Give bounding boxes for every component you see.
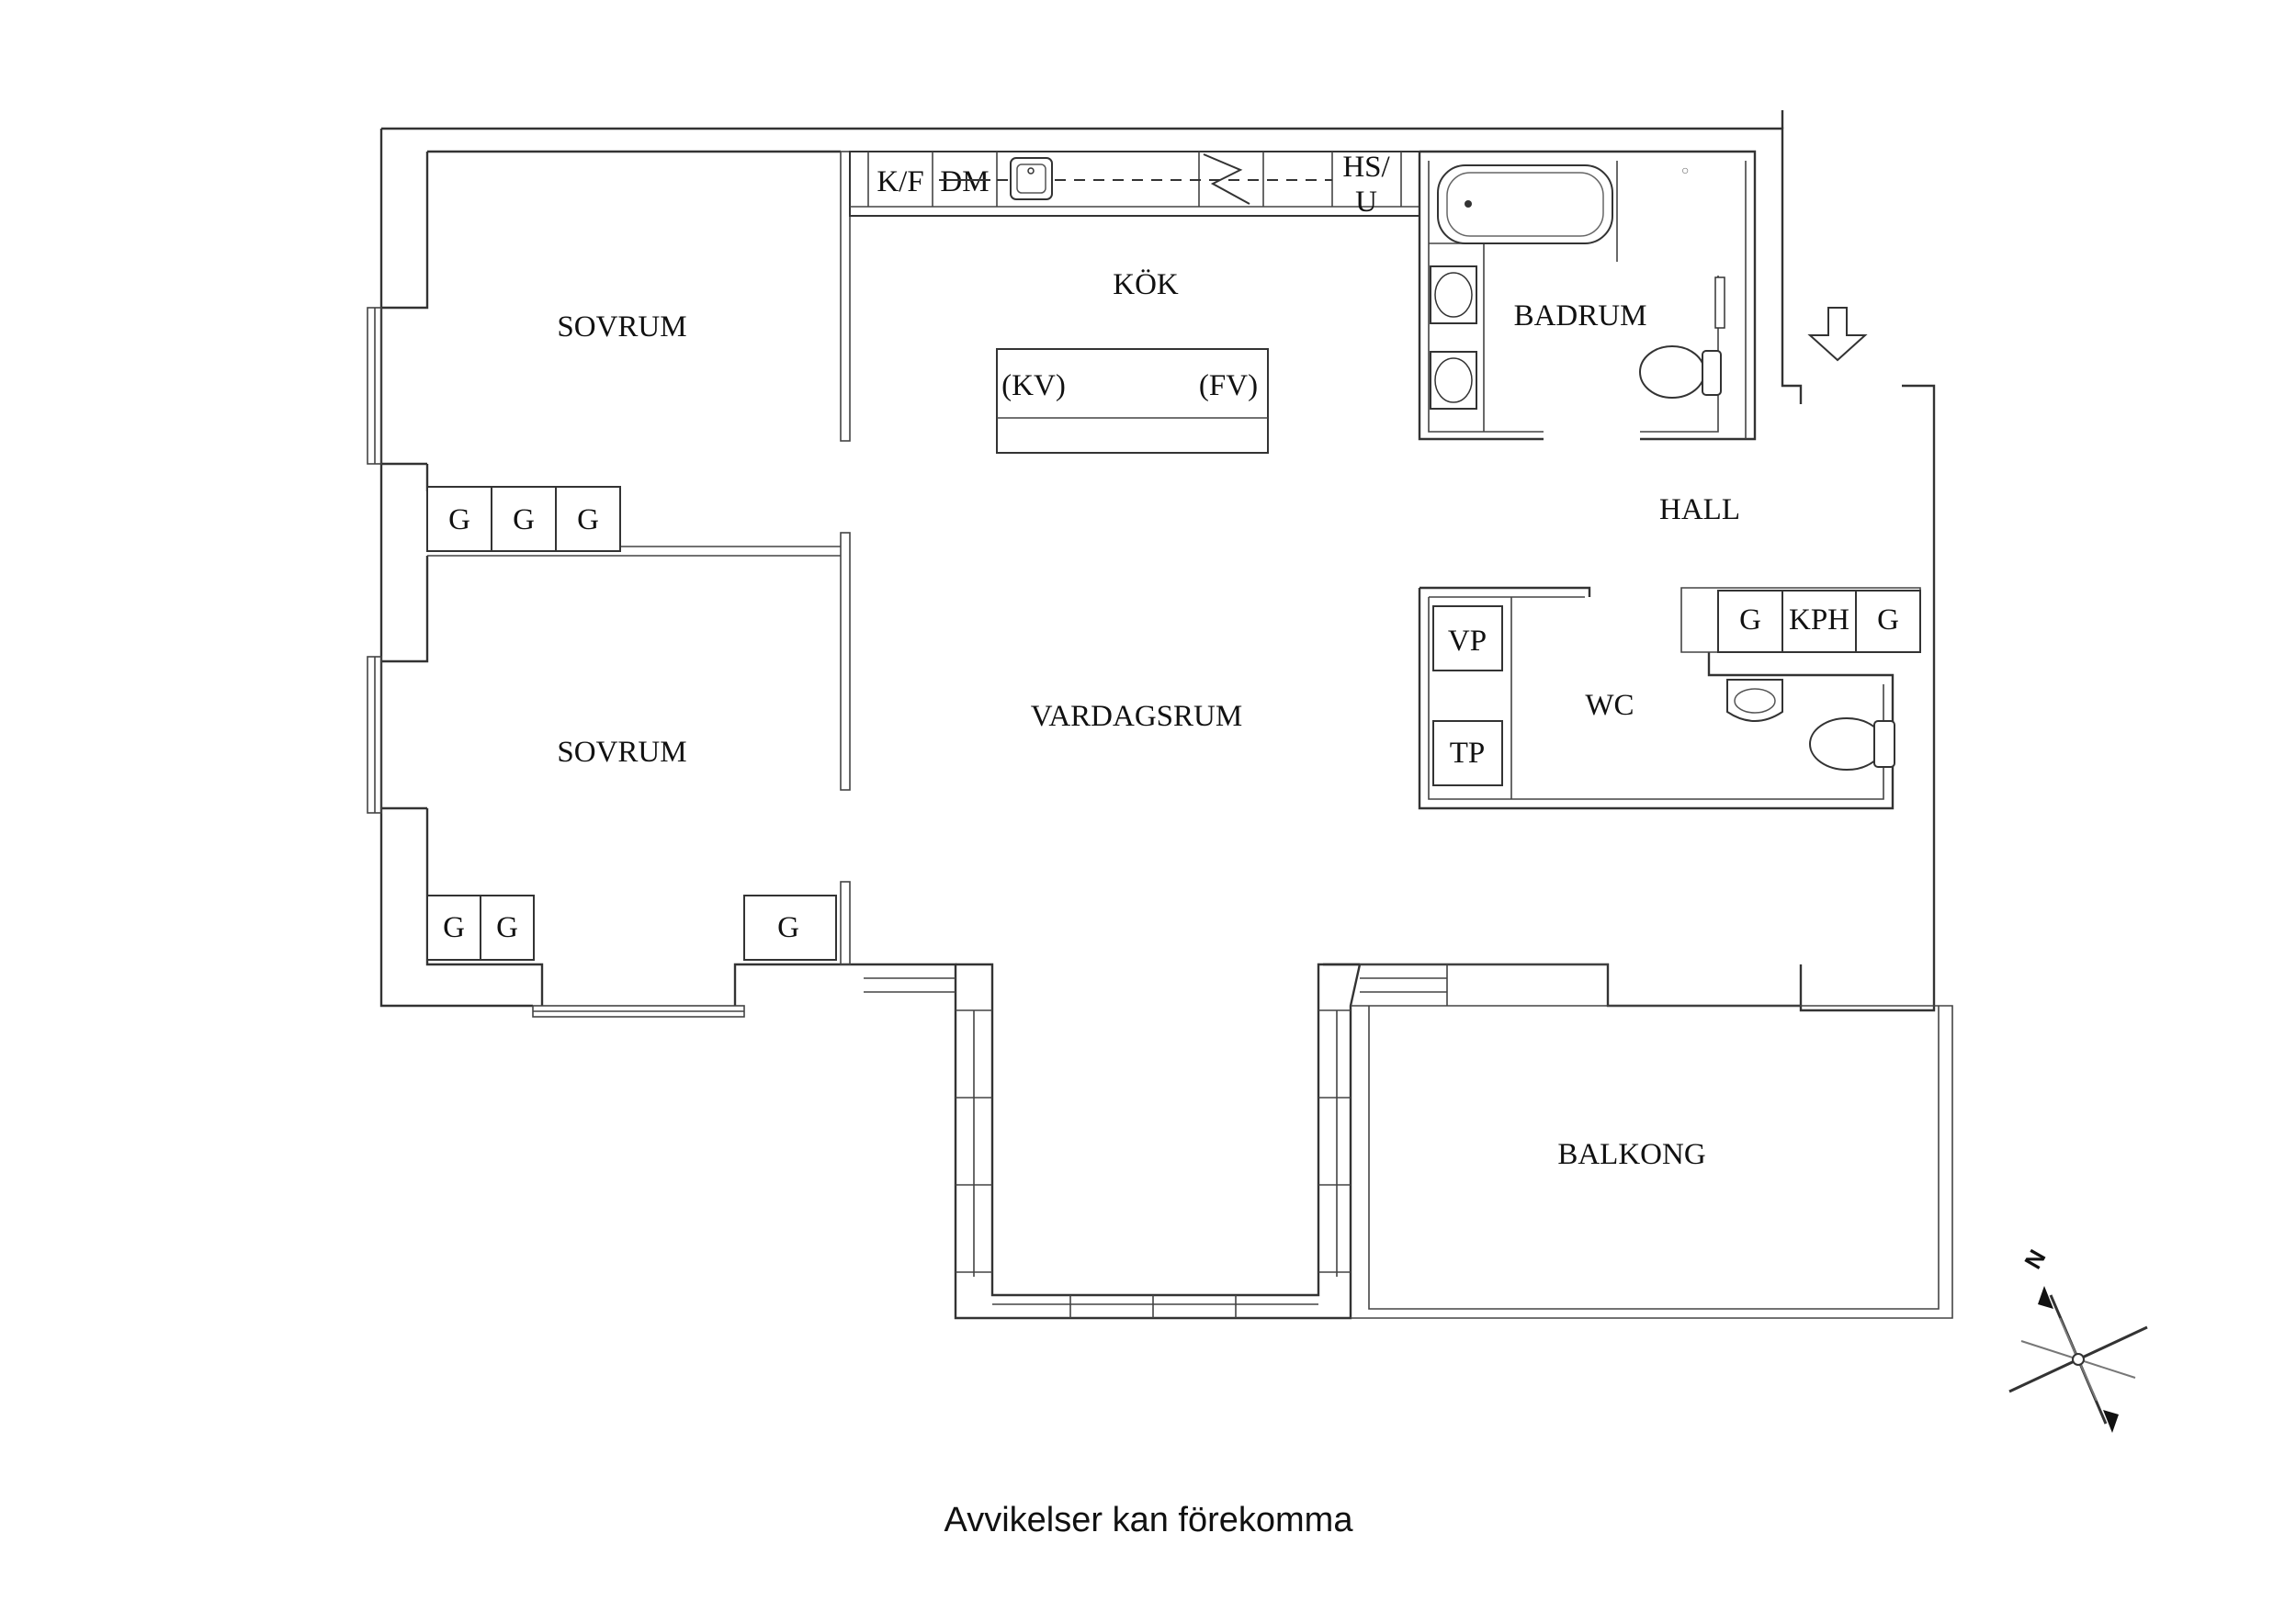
wardrobe-label: G (496, 911, 518, 944)
wc-toilet-icon (1809, 717, 1895, 771)
fixture-labels: K/F DM HS/ U (KV) (FV) VP TP KPH G G G G… (443, 151, 1899, 944)
balcony (1351, 1005, 1953, 1319)
wardrobes-bedroom-2 (426, 895, 837, 961)
room-labels: SOVRUM SOVRUM KÖK BADRUM HALL WC VARDAGS… (557, 268, 1740, 1171)
bay-window (864, 963, 1608, 1320)
bathtub-icon (1437, 164, 1613, 244)
room-label-sovrum-2: SOVRUM (557, 736, 686, 769)
wardrobe-label: G (1739, 603, 1761, 637)
kitchen-counter (849, 151, 1420, 217)
fixture-label-kv: (KV) (1001, 369, 1066, 402)
fixture-label-kf: K/F (877, 165, 923, 198)
fixture-label-u: U (1355, 186, 1377, 219)
wc-boxes (1432, 605, 1503, 786)
fixture-label-kph: KPH (1789, 603, 1849, 637)
stove-break-icon (1203, 153, 1250, 205)
wardrobe-label: G (577, 503, 599, 536)
compass-north-label: N (2019, 1245, 2051, 1273)
sink-icon (1010, 157, 1053, 200)
fixture-label-tp: TP (1450, 737, 1486, 770)
entrance-arrow-icon (1807, 307, 1868, 362)
compass-icon: N (2008, 1245, 2148, 1433)
wardrobe-label: G (443, 911, 465, 944)
wardrobe-label: G (777, 911, 799, 944)
disclaimer-caption: Avvikelser kan förekomma (944, 1501, 1354, 1539)
outer-walls (379, 110, 1936, 1012)
wardrobes-bedroom-1 (426, 486, 621, 552)
wardrobe-label: G (1877, 603, 1899, 637)
room-label-badrum: BADRUM (1514, 299, 1647, 332)
hall-wardrobes (1680, 587, 1921, 653)
room-label-kok: KÖK (1113, 268, 1179, 301)
shower-icon: ○ (1681, 163, 1689, 177)
svg-text:○: ○ (1681, 163, 1689, 177)
kitchen-island (996, 348, 1269, 454)
fixture-label-vp: VP (1448, 625, 1487, 658)
fixture-label-hs: HS/ (1342, 151, 1390, 184)
wardrobe-label: G (448, 503, 470, 536)
fixture-label-fv: (FV) (1199, 369, 1258, 402)
wc-basin-icon (1726, 679, 1783, 722)
toilet-icon (1639, 276, 1725, 399)
room-label-balkong: BALKONG (1557, 1138, 1705, 1171)
room-label-hall: HALL (1659, 493, 1740, 526)
window-bottom (532, 1005, 745, 1018)
fixture-label-dm: DM (940, 165, 989, 198)
bedroom-walls (427, 151, 851, 965)
washbasin-icon (1430, 265, 1477, 410)
room-label-vardagsrum: VARDAGSRUM (1031, 700, 1242, 733)
wardrobe-label: G (513, 503, 535, 536)
room-label-sovrum-1: SOVRUM (557, 310, 686, 344)
room-label-wc: WC (1585, 689, 1634, 722)
windows-left (367, 307, 382, 814)
